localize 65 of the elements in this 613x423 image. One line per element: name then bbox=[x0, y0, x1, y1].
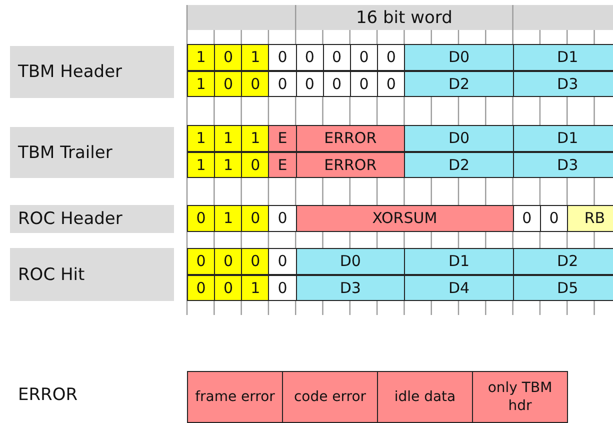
data-field: ERROR bbox=[296, 152, 406, 178]
bit-field: 1 bbox=[187, 70, 216, 97]
data-field: RB bbox=[567, 205, 613, 232]
bit-field: 0 bbox=[241, 70, 270, 97]
bit-field: 0 bbox=[268, 70, 297, 97]
row-label: TBM Header bbox=[10, 46, 174, 98]
bit-field: 0 bbox=[268, 248, 297, 274]
bit-field: 0 bbox=[241, 152, 270, 178]
data-field: XORSUM bbox=[296, 205, 514, 232]
bit-field: 0 bbox=[512, 205, 541, 232]
bit-field: 1 bbox=[214, 125, 242, 152]
data-field: D2 bbox=[512, 248, 613, 274]
bit-field: 0 bbox=[296, 44, 324, 70]
bit-field: E bbox=[268, 125, 297, 152]
bit-field: 0 bbox=[268, 274, 297, 301]
bit-field: 1 bbox=[241, 44, 270, 70]
data-field: D0 bbox=[404, 125, 514, 152]
bit-field: 1 bbox=[187, 152, 216, 178]
data-field: D0 bbox=[296, 248, 406, 274]
bit-field: 0 bbox=[540, 205, 568, 232]
bit-field: 1 bbox=[241, 274, 270, 301]
bit-field: 0 bbox=[187, 205, 216, 232]
bit-field: 0 bbox=[350, 44, 378, 70]
bit-field: 1 bbox=[187, 125, 216, 152]
error-type-field: idle data bbox=[377, 371, 473, 423]
data-field: D1 bbox=[512, 44, 613, 70]
bit-field: 0 bbox=[214, 274, 242, 301]
bit-field: 0 bbox=[214, 70, 242, 97]
data-field: D3 bbox=[512, 152, 613, 178]
data-field: D3 bbox=[512, 70, 613, 97]
bit-field: 0 bbox=[241, 248, 270, 274]
bit-field: 0 bbox=[268, 44, 297, 70]
data-field: D2 bbox=[404, 70, 514, 97]
error-type-field: only TBM hdr bbox=[472, 371, 568, 423]
data-field: ERROR bbox=[296, 125, 406, 152]
row-label: ROC Hit bbox=[10, 248, 174, 301]
data-field: D0 bbox=[404, 44, 514, 70]
bit-field: 0 bbox=[268, 205, 297, 232]
bit-field: 0 bbox=[296, 70, 324, 97]
data-field: D5 bbox=[512, 274, 613, 301]
bit-field: 0 bbox=[322, 70, 351, 97]
bit-field: 1 bbox=[187, 44, 216, 70]
bit-field: 1 bbox=[214, 205, 242, 232]
bit-field: 0 bbox=[322, 44, 351, 70]
row-label-text: ERROR bbox=[18, 385, 78, 405]
data-field: D4 bbox=[404, 274, 514, 301]
row-label: ROC Header bbox=[10, 205, 174, 233]
bit-field: 0 bbox=[377, 70, 406, 97]
error-type-field: frame error bbox=[187, 371, 283, 423]
data-field: D3 bbox=[296, 274, 406, 301]
bit-field: 0 bbox=[377, 44, 406, 70]
bit-field: 0 bbox=[214, 44, 242, 70]
bit-field: 0 bbox=[214, 248, 242, 274]
column-heading: 16 bit word bbox=[296, 5, 513, 30]
data-field: D1 bbox=[512, 125, 613, 152]
bit-field: 0 bbox=[187, 248, 216, 274]
bit-field: E bbox=[268, 152, 297, 178]
data-field: D2 bbox=[404, 152, 514, 178]
bit-field: 1 bbox=[241, 125, 270, 152]
bit-field: 0 bbox=[187, 274, 216, 301]
data-field: D1 bbox=[404, 248, 514, 274]
bit-field: 0 bbox=[241, 205, 270, 232]
row-label: TBM Trailer bbox=[10, 127, 174, 178]
error-type-field: code error bbox=[282, 371, 378, 423]
bit-field: 1 bbox=[214, 152, 242, 178]
